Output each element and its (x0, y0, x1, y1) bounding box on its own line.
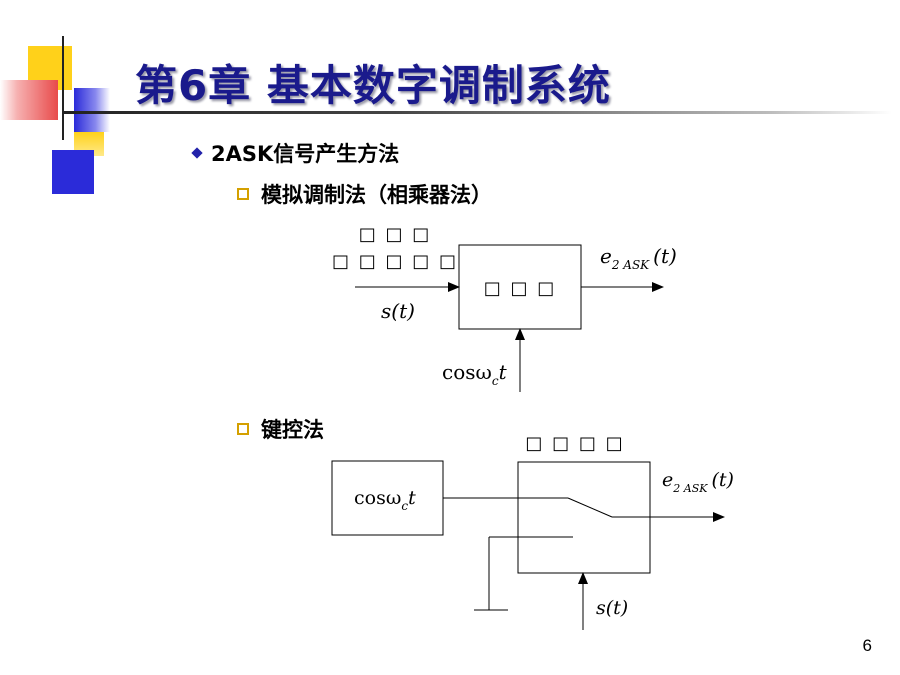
sub-bullet-1: 模拟调制法（相乘器法） (237, 179, 492, 209)
sub-bullet-2: 键控法 (237, 414, 324, 444)
input-signal-label: s(t) (381, 299, 415, 323)
multiplier-diagram: □ □ □ □ □ □ □ □ □ □ □ s(t) e2 ASK(t) cos… (332, 224, 677, 392)
sub-bullet-2-text: 键控法 (261, 418, 324, 442)
square-bullet-icon (237, 423, 249, 435)
square-bullet-icon (237, 188, 249, 200)
page-number: 6 (862, 636, 872, 655)
control-signal-label: s(t) (596, 597, 628, 619)
slide-title: 第6章 基本数字调制系统 (135, 61, 611, 110)
carrier-label: cosωct (442, 360, 508, 388)
deco-vertical-line (62, 36, 64, 140)
switch-output-label: e2 ASK(t) (662, 469, 734, 495)
input-label-line1: □ □ □ (359, 224, 431, 245)
bullet-main: 2ASK信号产生方法 (191, 138, 400, 168)
bullet-main-text: 2ASK信号产生方法 (211, 142, 400, 166)
sub-bullet-1-text: 模拟调制法（相乘器法） (261, 183, 492, 207)
switch-arm (567, 497, 613, 518)
deco-blue-gradient (74, 88, 110, 132)
deco-red-gradient (0, 80, 58, 120)
corner-decoration (0, 0, 130, 200)
input-label-line2: □ □ □ □ □ (332, 251, 458, 272)
switch-label: □ □ □ □ (525, 433, 624, 454)
output-label: e2 ASK(t) (600, 244, 677, 272)
carrier-generator-label: cosωct (354, 487, 416, 513)
multiplier-block-label: □ □ □ (484, 278, 556, 299)
keying-diagram: □ □ □ □ cosωct e2 ASK(t) s(t) (331, 433, 734, 630)
deco-blue-square (52, 150, 94, 194)
title-underline (62, 111, 892, 114)
